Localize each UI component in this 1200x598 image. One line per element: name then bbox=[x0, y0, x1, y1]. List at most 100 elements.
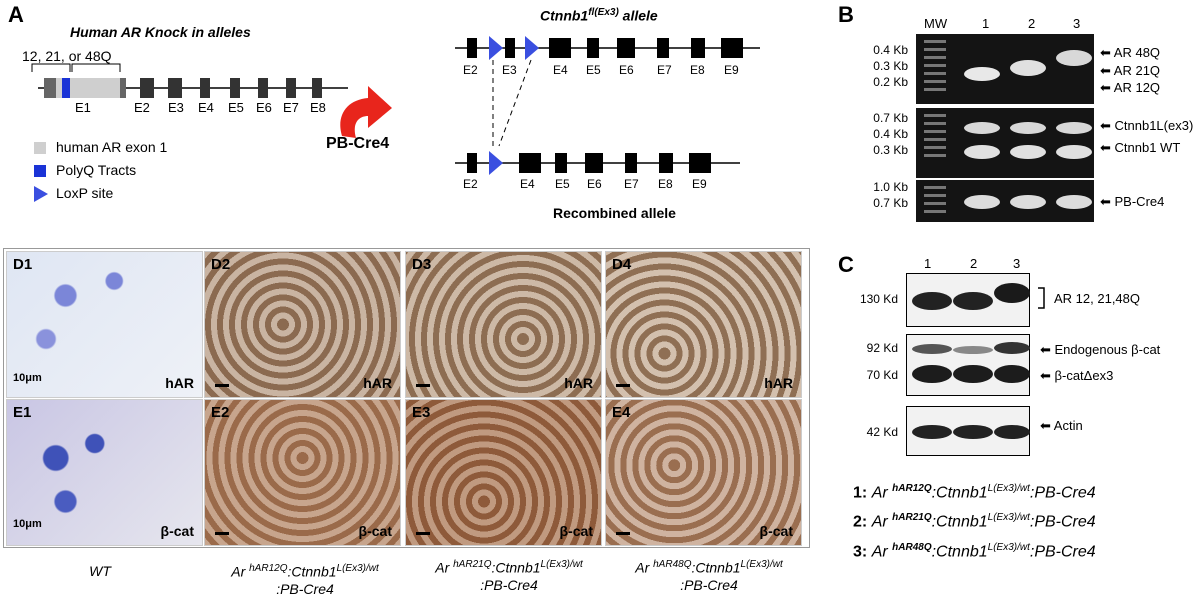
scale-bar bbox=[215, 384, 229, 387]
blot-marker: 70 Kd bbox=[866, 368, 898, 382]
genotype-caption: Ar hAR21Q:Ctnnb1L(Ex3)/wt :PB-Cre4 bbox=[435, 559, 583, 593]
genotype-caption: Ar hAR48Q:Ctnnb1L(Ex3)/wt :PB-Cre4 bbox=[635, 559, 783, 593]
recombined-exon-label: E8 bbox=[658, 177, 673, 191]
loxp-icon bbox=[34, 186, 48, 202]
genotype-caption: Ar hAR12Q:Ctnnb1L(Ex3)/wt :PB-Cre4 bbox=[231, 563, 379, 597]
ar-exon-label: E7 bbox=[283, 100, 299, 115]
scale-label: 10μm bbox=[13, 372, 42, 384]
floxed-exon-label: E8 bbox=[690, 63, 705, 77]
scale-bar bbox=[215, 532, 229, 535]
micrograph-e3: E3 β-cat bbox=[405, 399, 602, 546]
panel-label: E3 bbox=[412, 404, 431, 421]
lane-label: 1 bbox=[924, 256, 932, 271]
gel-band-label: ⬅ AR 12Q bbox=[1100, 80, 1161, 95]
gel-ctnnb1 bbox=[916, 108, 1094, 178]
recombined-exon-label: E2 bbox=[463, 177, 478, 191]
blot-ar bbox=[906, 273, 1030, 327]
gel-marker: 0.2 Kb bbox=[873, 75, 908, 89]
floxed-allele-diagram bbox=[455, 36, 760, 60]
recombined-allele-diagram bbox=[455, 151, 740, 175]
cre-arrow-icon bbox=[340, 86, 392, 138]
ar-exon-label: E8 bbox=[310, 100, 326, 115]
floxed-exon-label: E6 bbox=[619, 63, 634, 77]
lane-label: 3 bbox=[1013, 256, 1021, 271]
blot-marker: 130 Kd bbox=[859, 292, 898, 306]
blot-beta-catenin bbox=[906, 334, 1030, 396]
gel-band-label: ⬅ AR 48Q bbox=[1100, 45, 1161, 60]
panel-label: D2 bbox=[211, 256, 231, 273]
ar-exon-label: E2 bbox=[134, 100, 150, 115]
ar-exon-label: E4 bbox=[198, 100, 214, 115]
blot-band-label: ⬅ Endogenous β-cat bbox=[1040, 342, 1161, 357]
ar-exon-label: E6 bbox=[256, 100, 272, 115]
panel-c-letter: C bbox=[838, 252, 854, 277]
blot-actin bbox=[906, 406, 1030, 456]
micrograph-d4: D4 hAR bbox=[605, 251, 802, 398]
panel-b-letter: B bbox=[838, 2, 854, 27]
panel-a-letter: A bbox=[8, 2, 24, 27]
stain-label: β-cat bbox=[358, 523, 392, 539]
floxed-exon-label: E3 bbox=[502, 63, 517, 77]
panel-label: D3 bbox=[412, 256, 432, 273]
scale-bar bbox=[616, 384, 630, 387]
blot-band-label: ⬅ Actin bbox=[1040, 418, 1083, 433]
recombination-lines bbox=[492, 59, 532, 147]
lane-label: MW bbox=[924, 16, 948, 31]
ar-exon-label: E1 bbox=[75, 100, 91, 115]
lane-label: 2 bbox=[1028, 16, 1036, 31]
floxed-exon-label: E7 bbox=[657, 63, 672, 77]
floxed-title: Ctnnb1fl(Ex3) allele bbox=[540, 7, 658, 24]
scale-bar bbox=[416, 532, 430, 535]
panel-label: E4 bbox=[612, 404, 631, 421]
lane-label: 1 bbox=[982, 16, 990, 31]
ar-exon-label: E5 bbox=[228, 100, 244, 115]
panel-label: E1 bbox=[13, 404, 32, 421]
lane-label: 3 bbox=[1073, 16, 1081, 31]
ar-exon-label: E3 bbox=[168, 100, 184, 115]
gel-marker: 0.3 Kb bbox=[873, 143, 908, 157]
micrograph-d1: D1 10μm hAR bbox=[6, 251, 203, 398]
scale-bar bbox=[616, 532, 630, 535]
stain-label: hAR bbox=[165, 375, 194, 391]
bracket-icon bbox=[1038, 287, 1045, 309]
blot-band-label: ⬅ β-catΔex3 bbox=[1040, 368, 1114, 383]
gel-marker: 0.4 Kb bbox=[873, 127, 908, 141]
gel-band-label: ⬅ PB-Cre4 bbox=[1100, 194, 1165, 209]
gel-marker: 0.4 Kb bbox=[873, 43, 908, 57]
micrograph-d2: D2 hAR bbox=[204, 251, 401, 398]
lane-label: 2 bbox=[970, 256, 978, 271]
stain-label: β-cat bbox=[160, 523, 194, 539]
gel-band-label: ⬅ Ctnnb1L(ex3) bbox=[1100, 118, 1194, 133]
gel-marker: 0.3 Kb bbox=[873, 59, 908, 73]
gel-band-label: ⬅ AR 21Q bbox=[1100, 63, 1161, 78]
stain-label: hAR bbox=[564, 375, 593, 391]
legend-exon1-swatch bbox=[34, 142, 46, 154]
stain-label: β-cat bbox=[559, 523, 593, 539]
panel-label: D4 bbox=[612, 256, 632, 273]
micrograph-e1: E1 10μm β-cat bbox=[6, 399, 203, 546]
floxed-exon-label: E5 bbox=[586, 63, 601, 77]
recombined-exon-label: E9 bbox=[692, 177, 707, 191]
lane-key: 2: Ar hAR21Q:Ctnnb1L(Ex3)/wt:PB-Cre4 bbox=[853, 512, 1096, 531]
scale-label: 10μm bbox=[13, 518, 42, 530]
micrograph-frame bbox=[3, 248, 810, 548]
recombined-exon-label: E4 bbox=[520, 177, 535, 191]
scale-bar bbox=[416, 384, 430, 387]
blot-marker: 42 Kd bbox=[866, 425, 898, 439]
legend-loxp-label: LoxP site bbox=[56, 185, 114, 201]
cre-label: PB-Cre4 bbox=[326, 135, 390, 152]
polyq-label: 12, 21, or 48Q bbox=[22, 48, 112, 64]
lane-key: 1: Ar hAR12Q:Ctnnb1L(Ex3)/wt:PB-Cre4 bbox=[853, 483, 1096, 502]
blot-band-label: AR 12, 21,48Q bbox=[1054, 291, 1140, 306]
recombined-exon-label: E6 bbox=[587, 177, 602, 191]
floxed-exon-label: E2 bbox=[463, 63, 478, 77]
micrograph-e2: E2 β-cat bbox=[204, 399, 401, 546]
gel-cre bbox=[916, 180, 1094, 222]
recombined-exon-label: E7 bbox=[624, 177, 639, 191]
genotype-caption: WT bbox=[89, 563, 111, 579]
knockin-title: Human AR Knock in alleles bbox=[70, 24, 251, 40]
lane-key: 3: Ar hAR48Q:Ctnnb1L(Ex3)/wt:PB-Cre4 bbox=[853, 542, 1096, 561]
stain-label: β-cat bbox=[759, 523, 793, 539]
panel-label: D1 bbox=[13, 256, 33, 273]
micrograph-d3: D3 hAR bbox=[405, 251, 602, 398]
